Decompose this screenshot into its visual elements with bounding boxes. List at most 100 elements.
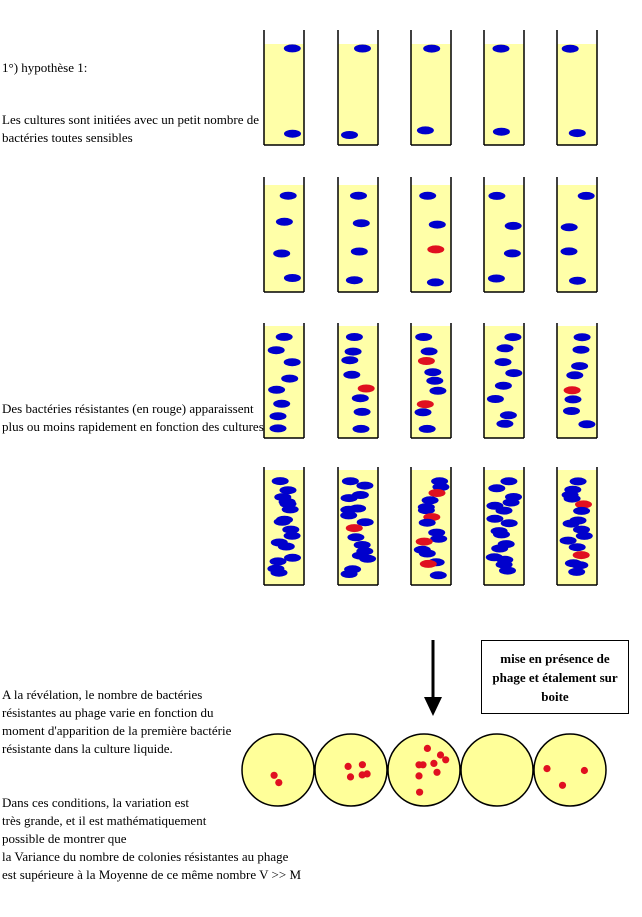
- sensitive-bacterium: [493, 530, 510, 539]
- sensitive-bacterium: [494, 358, 512, 367]
- sensitive-bacterium: [568, 129, 586, 138]
- sensitive-bacterium: [569, 477, 587, 486]
- sensitive-bacterium: [418, 424, 436, 433]
- resistant-colony: [275, 779, 283, 787]
- culture-medium: [338, 44, 378, 145]
- sensitive-bacterium: [268, 385, 286, 394]
- sensitive-bacterium: [417, 506, 435, 515]
- sensitive-bacterium: [575, 531, 593, 540]
- culture-medium: [411, 185, 451, 292]
- resistant-colony: [442, 756, 450, 764]
- petri-plates-layer: [241, 733, 607, 807]
- culture-medium: [557, 44, 597, 145]
- sensitive-bacterium: [492, 44, 510, 53]
- sensitive-bacterium: [499, 566, 516, 575]
- sensitive-bacterium: [418, 549, 436, 558]
- sensitive-bacterium: [418, 518, 436, 527]
- sensitive-bacterium: [283, 44, 301, 53]
- sensitive-bacterium: [423, 44, 441, 53]
- sensitive-bacterium: [486, 514, 504, 523]
- sensitive-bacterium: [356, 518, 374, 527]
- culture-medium: [264, 185, 304, 292]
- culture-tube: [556, 177, 598, 293]
- sensitive-bacterium: [563, 494, 581, 503]
- resistant-colony: [344, 762, 352, 771]
- sensitive-bacterium: [560, 247, 578, 256]
- sensitive-bacterium: [340, 570, 358, 578]
- sensitive-bacterium: [347, 533, 365, 542]
- culture-tube: [483, 467, 525, 586]
- sensitive-bacterium: [573, 525, 590, 534]
- culture-tube: [483, 177, 525, 293]
- resistant-bacterium: [572, 551, 590, 560]
- resistant-bacterium: [345, 524, 363, 533]
- sensitive-bacterium: [562, 519, 580, 528]
- resistant-colony: [543, 765, 551, 773]
- sensitive-bacterium: [284, 129, 301, 138]
- sensitive-bacterium: [502, 498, 520, 507]
- resistant-bacterium: [417, 357, 435, 365]
- resistant-colony: [433, 768, 441, 776]
- culture-tube: [337, 323, 379, 439]
- sensitive-bacterium: [560, 223, 578, 232]
- sensitive-bacterium: [350, 247, 368, 256]
- culture-medium: [338, 185, 378, 292]
- sensitive-bacterium: [419, 191, 437, 200]
- sensitive-bacterium: [341, 356, 359, 365]
- resistant-bacterium: [575, 500, 592, 509]
- sensitive-bacterium: [571, 362, 589, 371]
- culture-medium: [338, 326, 378, 438]
- conditions-line-4: la Variance du nombre de colonies résist…: [2, 849, 289, 864]
- sensitive-bacterium: [569, 276, 586, 285]
- sensitive-bacterium: [269, 557, 287, 566]
- down-arrow-icon: [424, 640, 442, 716]
- culture-tube: [556, 467, 598, 586]
- resistant-colony: [270, 771, 278, 779]
- sensitive-bacterium: [279, 486, 297, 495]
- culture-tube: [410, 323, 452, 439]
- culture-medium: [557, 185, 597, 292]
- resistant-colony: [558, 781, 567, 789]
- sensitive-bacterium: [359, 554, 377, 563]
- revelation-text: A la révélation, le nombre de bactéries …: [2, 687, 232, 756]
- culture-tube: [410, 467, 452, 586]
- sensitive-bacterium: [279, 191, 297, 200]
- sensitive-bacterium: [273, 249, 291, 258]
- sensitive-bacterium: [350, 191, 367, 200]
- resistant-bacterium: [563, 386, 581, 395]
- sensitive-bacterium: [429, 386, 447, 395]
- petri-plate: [314, 733, 388, 807]
- sensitive-bacterium: [345, 333, 363, 341]
- sensitive-bacterium: [283, 274, 301, 282]
- sensitive-bacterium: [284, 553, 301, 562]
- sensitive-bacterium: [345, 276, 363, 285]
- sensitive-bacterium: [273, 517, 291, 526]
- sensitive-bacterium: [352, 424, 370, 433]
- sensitive-bacterium: [496, 419, 514, 428]
- sensitive-bacterium: [572, 345, 590, 354]
- culture-medium: [557, 326, 597, 438]
- sensitive-bacterium: [563, 407, 580, 415]
- sensitive-bacterium: [281, 374, 299, 383]
- resistant-bacterium: [357, 384, 375, 393]
- resistant-colony: [430, 759, 438, 768]
- resistant-bacterium: [427, 245, 445, 254]
- sensitive-bacterium: [499, 411, 517, 420]
- sensitive-bacterium: [352, 219, 370, 228]
- sensitive-bacterium: [503, 249, 521, 258]
- sensitive-bacterium: [488, 484, 506, 493]
- culture-medium: [264, 44, 304, 145]
- sensitive-bacterium: [494, 381, 512, 390]
- petri-plate: [241, 733, 315, 807]
- sensitive-bacterium: [353, 541, 371, 549]
- sensitive-bacterium: [283, 531, 301, 540]
- sensitive-bacterium: [504, 221, 522, 230]
- sensitive-bacterium: [561, 44, 579, 53]
- sensitive-bacterium: [414, 408, 432, 417]
- resistant-bacterium: [415, 537, 433, 546]
- sensitive-bacterium: [340, 505, 358, 514]
- culture-medium: [264, 326, 304, 438]
- sensitive-bacterium: [353, 407, 371, 416]
- resistant-colony: [423, 744, 431, 753]
- sensitive-bacterium: [486, 395, 504, 403]
